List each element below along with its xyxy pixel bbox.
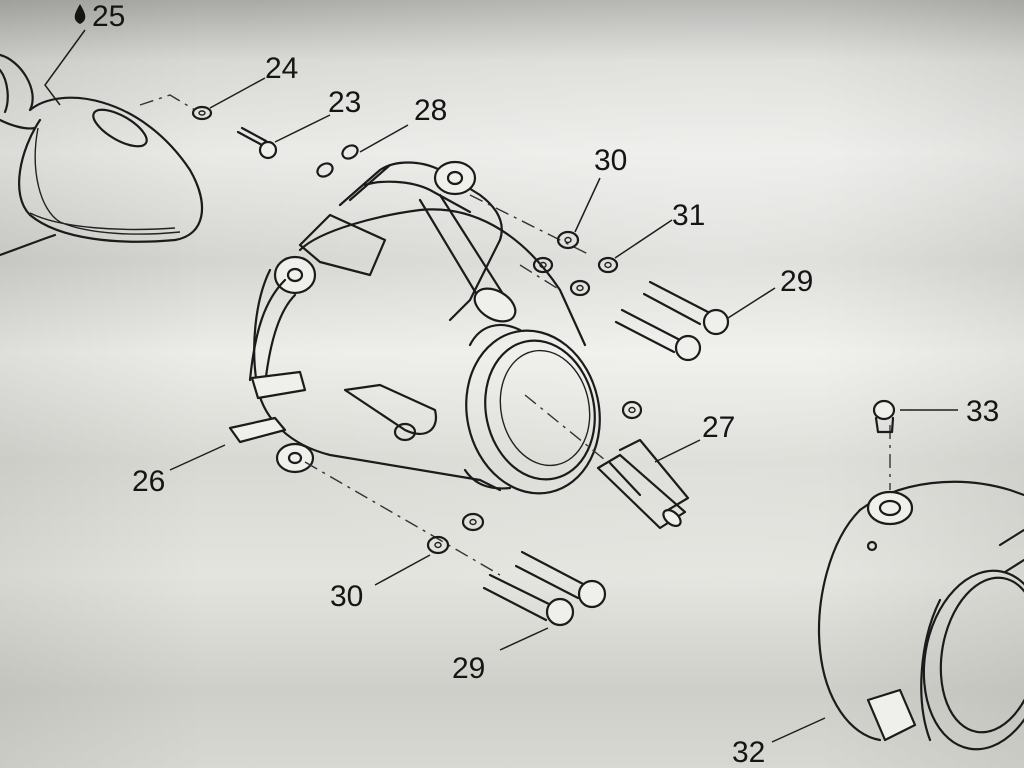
callout-24: 24 (265, 52, 298, 85)
part-washer-nozzle (621, 400, 643, 420)
leader-lines (44, 29, 958, 743)
callout-33: 33 (966, 395, 999, 428)
axis-line-top-bolts (469, 194, 591, 256)
part-30-washers-top (532, 230, 580, 274)
part-29-bolts-bottom (482, 550, 607, 627)
part-27-pins (596, 438, 690, 530)
callout-31: 31 (672, 199, 705, 232)
callout-29-bottom: 29 (452, 652, 485, 685)
part-main-housing (228, 160, 601, 495)
part-33-fitting (872, 399, 896, 434)
callout-30-bottom: 30 (330, 580, 363, 613)
callout-30-top: 30 (594, 144, 627, 177)
callout-29-top: 29 (780, 265, 813, 298)
part-31-lock-washers (569, 256, 619, 297)
part-32-housing (817, 480, 1024, 751)
part-28-orings (316, 144, 359, 178)
callout-27: 27 (702, 411, 735, 444)
axis-line-mid (519, 264, 561, 291)
callout-26: 26 (132, 465, 165, 498)
part-24-washer (191, 105, 213, 121)
part-30-washers-bottom (426, 512, 485, 555)
part-23-screw (236, 126, 278, 160)
axis-line-25 (139, 94, 196, 111)
callout-23: 23 (328, 86, 361, 119)
oil-drop-icon (74, 4, 86, 24)
axis-line-bottom-bolts (304, 461, 501, 576)
axis-line-pins (524, 394, 606, 461)
part-29-bolts-top (614, 280, 730, 362)
callout-32: 32 (732, 736, 765, 768)
part-25-cover (0, 53, 204, 257)
callout-28: 28 (414, 94, 447, 127)
callout-25: 25 (92, 0, 125, 33)
